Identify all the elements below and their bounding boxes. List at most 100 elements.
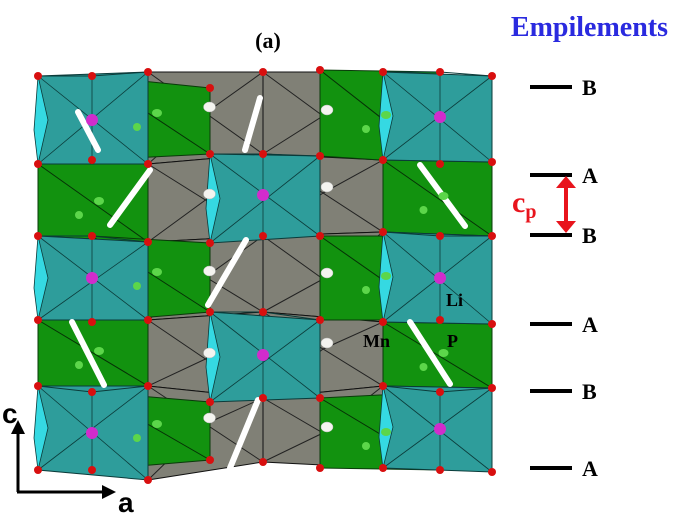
p-atom	[381, 111, 391, 119]
oxygen-atom	[379, 464, 387, 472]
p-atom	[152, 268, 162, 276]
oxygen-atom	[316, 394, 324, 402]
oxygen-atom	[144, 68, 152, 76]
p-edge	[382, 321, 493, 389]
bridge	[69, 319, 107, 388]
p-atom	[133, 123, 141, 131]
mn-label: Mn	[363, 331, 390, 351]
oxygen-atom	[259, 308, 267, 316]
oxygen-atom	[88, 318, 96, 326]
oxygen-atom	[488, 72, 496, 80]
oxygen-atom	[436, 232, 444, 240]
oxygen-atom	[316, 232, 324, 240]
layer-label: A	[582, 312, 598, 337]
bridge	[227, 397, 261, 471]
p-edge	[37, 163, 149, 243]
li-atom	[86, 114, 98, 126]
mn-atom	[320, 181, 334, 193]
oxygen-atom	[488, 158, 496, 166]
p-edge	[382, 159, 493, 237]
layer-label: A	[582, 163, 598, 188]
oxygen-atom	[379, 318, 387, 326]
atoms-layer	[75, 101, 449, 450]
stacking-title: Empilements	[511, 12, 668, 43]
li-atom	[86, 272, 98, 284]
oxygen-atom	[259, 68, 267, 76]
oxygen-atom	[316, 152, 324, 160]
oxygen-atom	[88, 388, 96, 396]
p-atom	[133, 282, 141, 290]
li-atom	[434, 272, 446, 284]
layer-label: B	[582, 223, 597, 248]
oxygen-atom	[436, 68, 444, 76]
li-edge	[209, 319, 321, 403]
oxygen-atom	[206, 239, 214, 247]
bridge	[75, 109, 101, 153]
oxygen-atom	[316, 66, 324, 74]
mn-atom	[203, 265, 216, 277]
oxygen-atom	[206, 84, 214, 92]
layer-label: B	[582, 379, 597, 404]
p-atom	[75, 211, 83, 219]
double-arrow-icon	[556, 176, 576, 233]
p-atom	[381, 272, 391, 280]
oxygen-atom	[206, 456, 214, 464]
bridge	[407, 319, 453, 387]
oxygen-atom	[259, 394, 267, 402]
oxygen-atom	[488, 320, 496, 328]
oxygen-atom	[379, 228, 387, 236]
li-atom	[434, 423, 446, 435]
oxygen-atom	[436, 466, 444, 474]
p-atom	[152, 109, 162, 117]
c-axis-label: c	[2, 398, 18, 429]
mn-atom	[320, 421, 334, 433]
arrow-icon	[102, 485, 116, 499]
oxygen-atom	[144, 382, 152, 390]
oxygen-atom	[34, 72, 42, 80]
p-atom	[381, 428, 391, 436]
oxygen-atom	[144, 160, 152, 168]
oxygen-atom	[316, 316, 324, 324]
p-atom	[94, 347, 104, 355]
oxygen-atom	[488, 468, 496, 476]
panel-label: (a)	[255, 28, 281, 53]
oxygen-atom	[144, 316, 152, 324]
bridge-layer	[69, 95, 468, 471]
oxygen-atom	[34, 382, 42, 390]
layer-label: A	[582, 456, 598, 481]
oxygen-atom	[34, 160, 42, 168]
p-atom	[419, 206, 428, 214]
mn-atom	[203, 412, 216, 424]
oxygen-atom	[436, 388, 444, 396]
p-atom	[152, 420, 162, 428]
oxygen-atom	[206, 150, 214, 158]
p-atom	[362, 286, 370, 294]
oxygen-atom	[88, 156, 96, 164]
oxygen-atom	[436, 160, 444, 168]
oxygen-atom	[259, 150, 267, 158]
li-atom	[86, 427, 98, 439]
axes-indicator: c a	[2, 398, 134, 518]
p-edge	[37, 319, 149, 387]
oxygen-atom	[379, 68, 387, 76]
layer-label: B	[582, 75, 597, 100]
a-axis-label: a	[118, 487, 134, 518]
mn-atom	[320, 267, 334, 279]
li-atom	[257, 189, 269, 201]
mn-atom	[203, 347, 216, 359]
p-atom	[94, 197, 104, 205]
oxygen-atom	[34, 466, 42, 474]
p-atom	[362, 442, 370, 450]
oxygen-atom	[436, 316, 444, 324]
oxygen-atom	[379, 156, 387, 164]
oxygen-atoms-layer	[34, 66, 496, 484]
oxygen-atom	[88, 232, 96, 240]
oxygen-atom	[316, 464, 324, 472]
p-atom	[419, 363, 428, 371]
p-atom	[75, 361, 83, 369]
p-label: P	[447, 331, 458, 351]
li-atom	[434, 111, 446, 123]
oxygen-atom	[144, 238, 152, 246]
arrow-icon	[11, 420, 25, 434]
